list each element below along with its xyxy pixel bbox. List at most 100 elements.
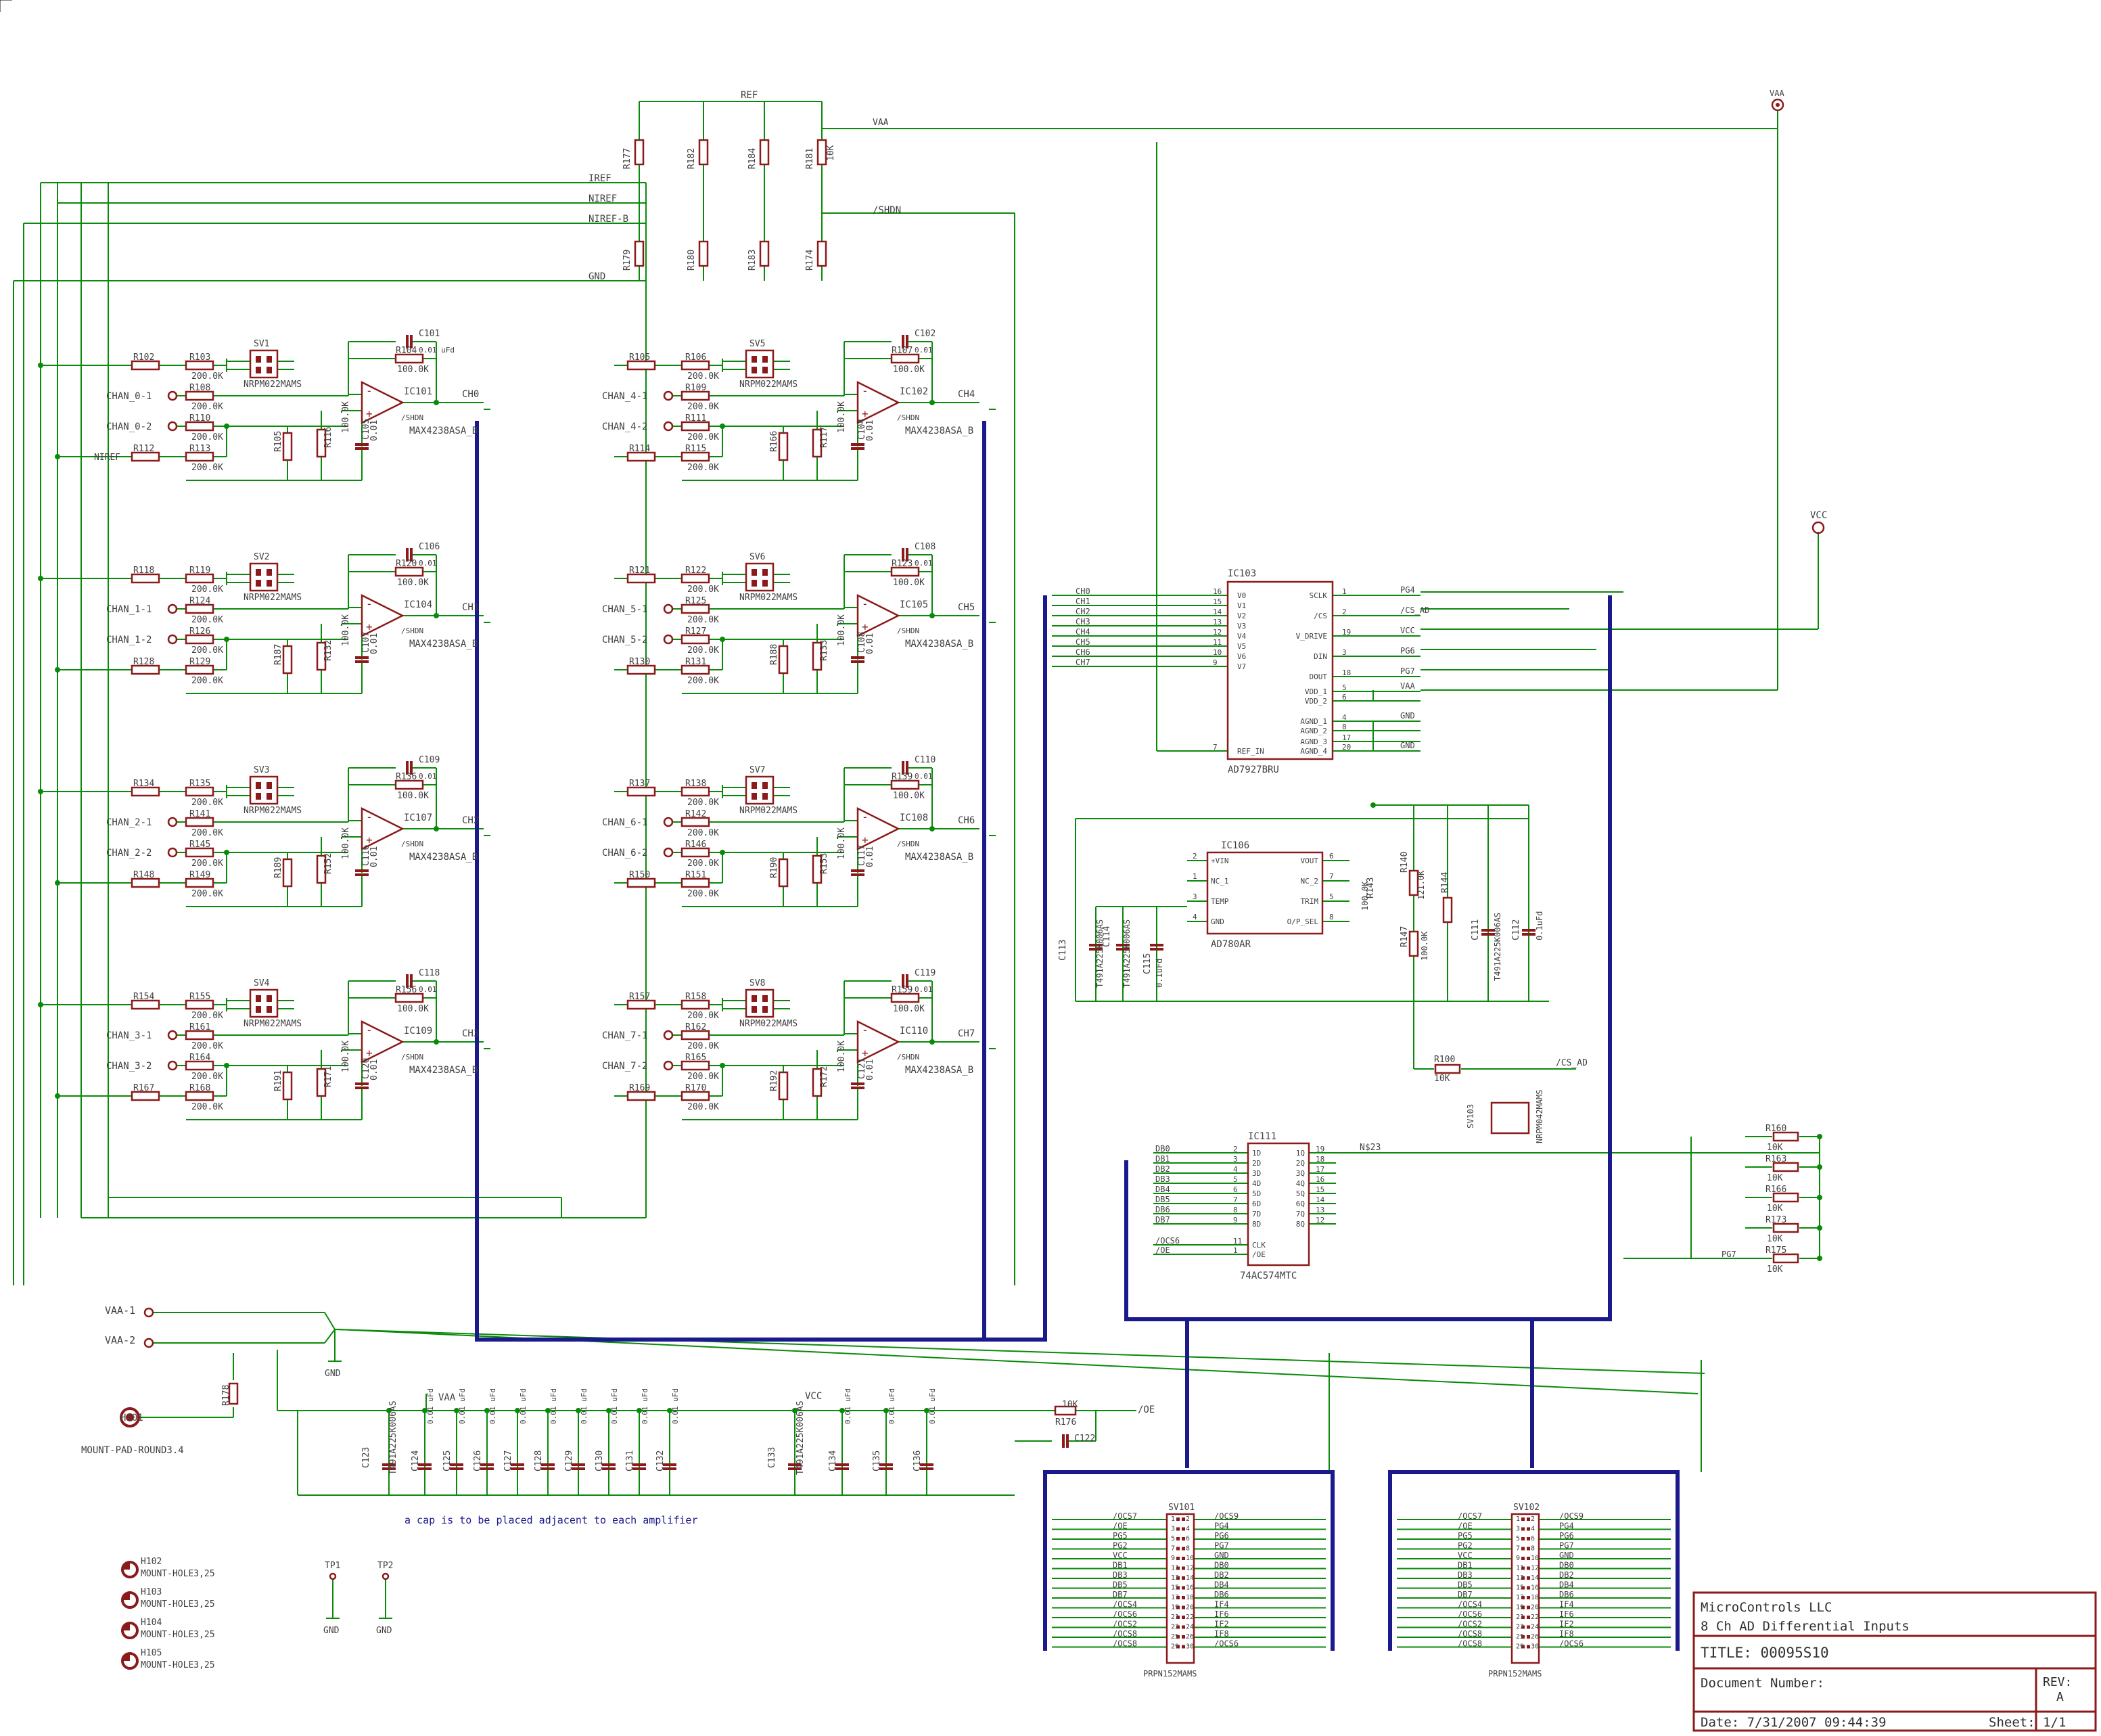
resistor [626,451,656,462]
label-text: 5 [1342,683,1347,692]
label-text: PG5 [1113,1531,1128,1540]
label-text: C118 [419,968,440,978]
connector-pin [1176,1557,1180,1560]
label-text: 0.01 [369,1059,379,1080]
bus-line [475,421,1047,1342]
label-text: R114 [629,444,650,454]
label-text: R140 [1400,852,1410,873]
resistor [185,634,214,645]
label-text: PG2 [1113,1541,1128,1551]
label-text: 7 [1516,1545,1520,1553]
label-text: 9 [1233,1216,1238,1225]
connector-pin [1521,1517,1525,1521]
resistor [131,360,160,371]
label-text: R183 [747,250,758,271]
resistor [1772,1223,1799,1233]
resistor [680,664,710,675]
label-text: 12 [1186,1565,1194,1572]
connector-pin [1521,1586,1525,1590]
label-text: /OCS8 [1113,1629,1137,1639]
label-text: PG4 [1400,585,1415,595]
junction-dot [576,1408,581,1413]
mount-pad-center [126,1413,134,1421]
label-text: DB7 [1458,1590,1473,1599]
label-text: C110 [915,755,936,765]
label-text: /SHDN [897,1053,919,1061]
label-text: GND [588,271,605,282]
label-text: 200.0K [687,371,719,382]
label-text: 200.0K [191,463,223,473]
label-text: C129 [564,1451,574,1471]
connector-pin [1527,1557,1530,1560]
label-text: V5 [1237,642,1246,651]
label-text: NC_2 [1301,877,1319,886]
label-text: 100.0K [397,1004,429,1014]
label-text: R121 [629,566,650,576]
sv-pad [256,995,261,1002]
label-text: 4 [1342,713,1347,722]
label-text: 14 [1186,1574,1194,1582]
wire-layer [0,0,1822,1648]
label-text: H102 [141,1557,162,1567]
label-text: C134 [828,1451,838,1471]
rev-value: A [2056,1690,2064,1704]
label-text: PRPN152MAMS [1143,1669,1197,1678]
junction-dot [929,400,935,405]
label-text: CH1 [462,602,479,613]
resistor [131,999,160,1010]
resistor [680,360,710,371]
label-text: 0.01 [419,559,437,568]
label-text: - [366,810,373,823]
label-text: CH0 [1076,587,1090,596]
label-text: IF4 [1559,1600,1574,1609]
label-text: 6Q [1296,1200,1305,1208]
label-text: SV103 [1466,1104,1475,1128]
label-text: 2 [1233,1145,1238,1153]
label-text: R142 [685,809,706,819]
label-text: IF8 [1214,1629,1229,1639]
label-text: R167 [133,1083,154,1093]
label-text: CH0 [462,389,479,400]
label-text: R130 [629,657,650,667]
label-text: CHAN_6-1 [602,817,647,828]
input-pin [167,421,178,432]
junction-dot [38,576,43,581]
label-text: 3 [1171,1526,1175,1533]
connector-pin [1521,1557,1525,1560]
label-text: 15 [1516,1584,1524,1592]
sv-jumper [249,349,279,379]
label-text: GND [323,1626,340,1636]
label-text: C106 [419,542,440,552]
connector-pin [1527,1547,1530,1551]
label-text: 200.0K [687,645,719,656]
label-text: R105 [629,352,650,363]
connector-pin [1527,1616,1530,1619]
label-text: R158 [685,992,706,1002]
label-text: IC104 [404,599,432,610]
label-text: 4 [1193,913,1197,921]
resistor [316,1068,327,1097]
label-text: - [366,1024,373,1036]
sv-pad [752,782,757,789]
junction-dot [484,1408,490,1413]
label-text: /OCS4 [1113,1600,1137,1609]
label-text: + [862,1047,869,1059]
resistor [131,451,160,462]
junction-dot [434,1039,439,1045]
resistor [680,786,710,797]
sv-pad [762,782,768,789]
resistor [131,786,160,797]
connector-pin [1182,1625,1185,1629]
wire [324,1312,336,1330]
label-text: R116 [323,427,333,448]
label-text: T491A225K006AS [388,1400,398,1475]
label-text: 19 [1516,1604,1524,1612]
resistor [778,645,789,675]
label-text: 8 [1186,1545,1190,1553]
label-text: NRPM022MAMS [244,806,302,816]
wire [324,1329,336,1344]
input-pin [663,390,674,401]
label-text: R111 [685,413,706,424]
label-text: C126 [473,1451,483,1471]
sv-pad [752,367,757,373]
